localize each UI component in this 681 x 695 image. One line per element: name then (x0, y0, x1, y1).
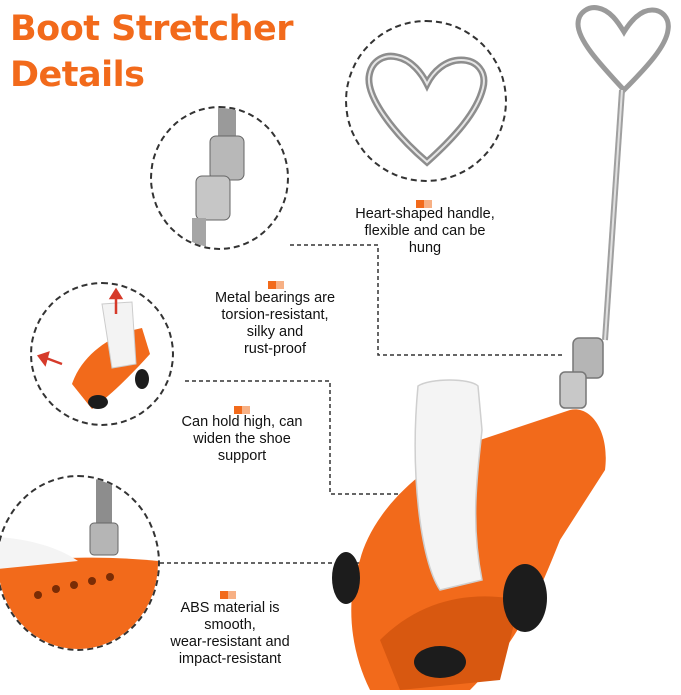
caption-line: support (217, 448, 267, 464)
heart-handle-icon (365, 52, 488, 167)
accent-marker (416, 195, 432, 208)
caption-line: Metal bearings are (214, 290, 336, 306)
page-title: Boot Stretcher Details (10, 6, 294, 98)
caption-line: rust-proof (243, 341, 307, 357)
detail-abs-shell (0, 475, 160, 651)
white-wedge (414, 379, 483, 591)
wheel-left (332, 552, 360, 604)
bearing-joint (572, 337, 604, 379)
heart-handle-icon (575, 5, 671, 94)
caption-line: flexible and can be (364, 223, 486, 239)
caption-heart-handle: Heart-shaped handle, flexible and can be… (330, 206, 520, 257)
abs-shell-icon (0, 477, 158, 649)
title-line-1: Boot Stretcher (10, 9, 294, 49)
wheel-front (414, 646, 466, 678)
connector-heart (290, 244, 565, 356)
caption-metal-bearings: Metal bearings are torsion-resistant, si… (190, 290, 360, 358)
detail-stretch-arrows (30, 282, 174, 426)
accent-marker (220, 586, 236, 599)
caption-line: hung (408, 240, 442, 256)
title-line-2: Details (10, 55, 145, 95)
caption-line: ABS material is (180, 600, 280, 616)
caption-abs-material: ABS material is smooth, wear-resistant a… (150, 600, 310, 668)
caption-line: Heart-shaped handle, (355, 206, 495, 222)
caption-line: smooth, (204, 617, 256, 633)
accent-marker (268, 276, 284, 289)
wheel-right (503, 564, 547, 632)
caption-line: torsion-resistant, (221, 307, 329, 323)
caption-line: widen the shoe (193, 431, 291, 447)
metal-bearing-icon (192, 108, 245, 248)
caption-hold-high: Can hold high, can widen the shoe suppor… (162, 414, 322, 465)
caption-line: impact-resistant (178, 651, 282, 667)
caption-line: silky and (246, 324, 304, 340)
caption-line: wear-resistant and (170, 634, 290, 650)
accent-marker (234, 401, 250, 414)
detail-metal-bearing (150, 106, 289, 250)
detail-heart-handle (345, 20, 507, 182)
stretch-arrows-icon (36, 287, 166, 424)
caption-line: Can hold high, can (181, 414, 303, 430)
